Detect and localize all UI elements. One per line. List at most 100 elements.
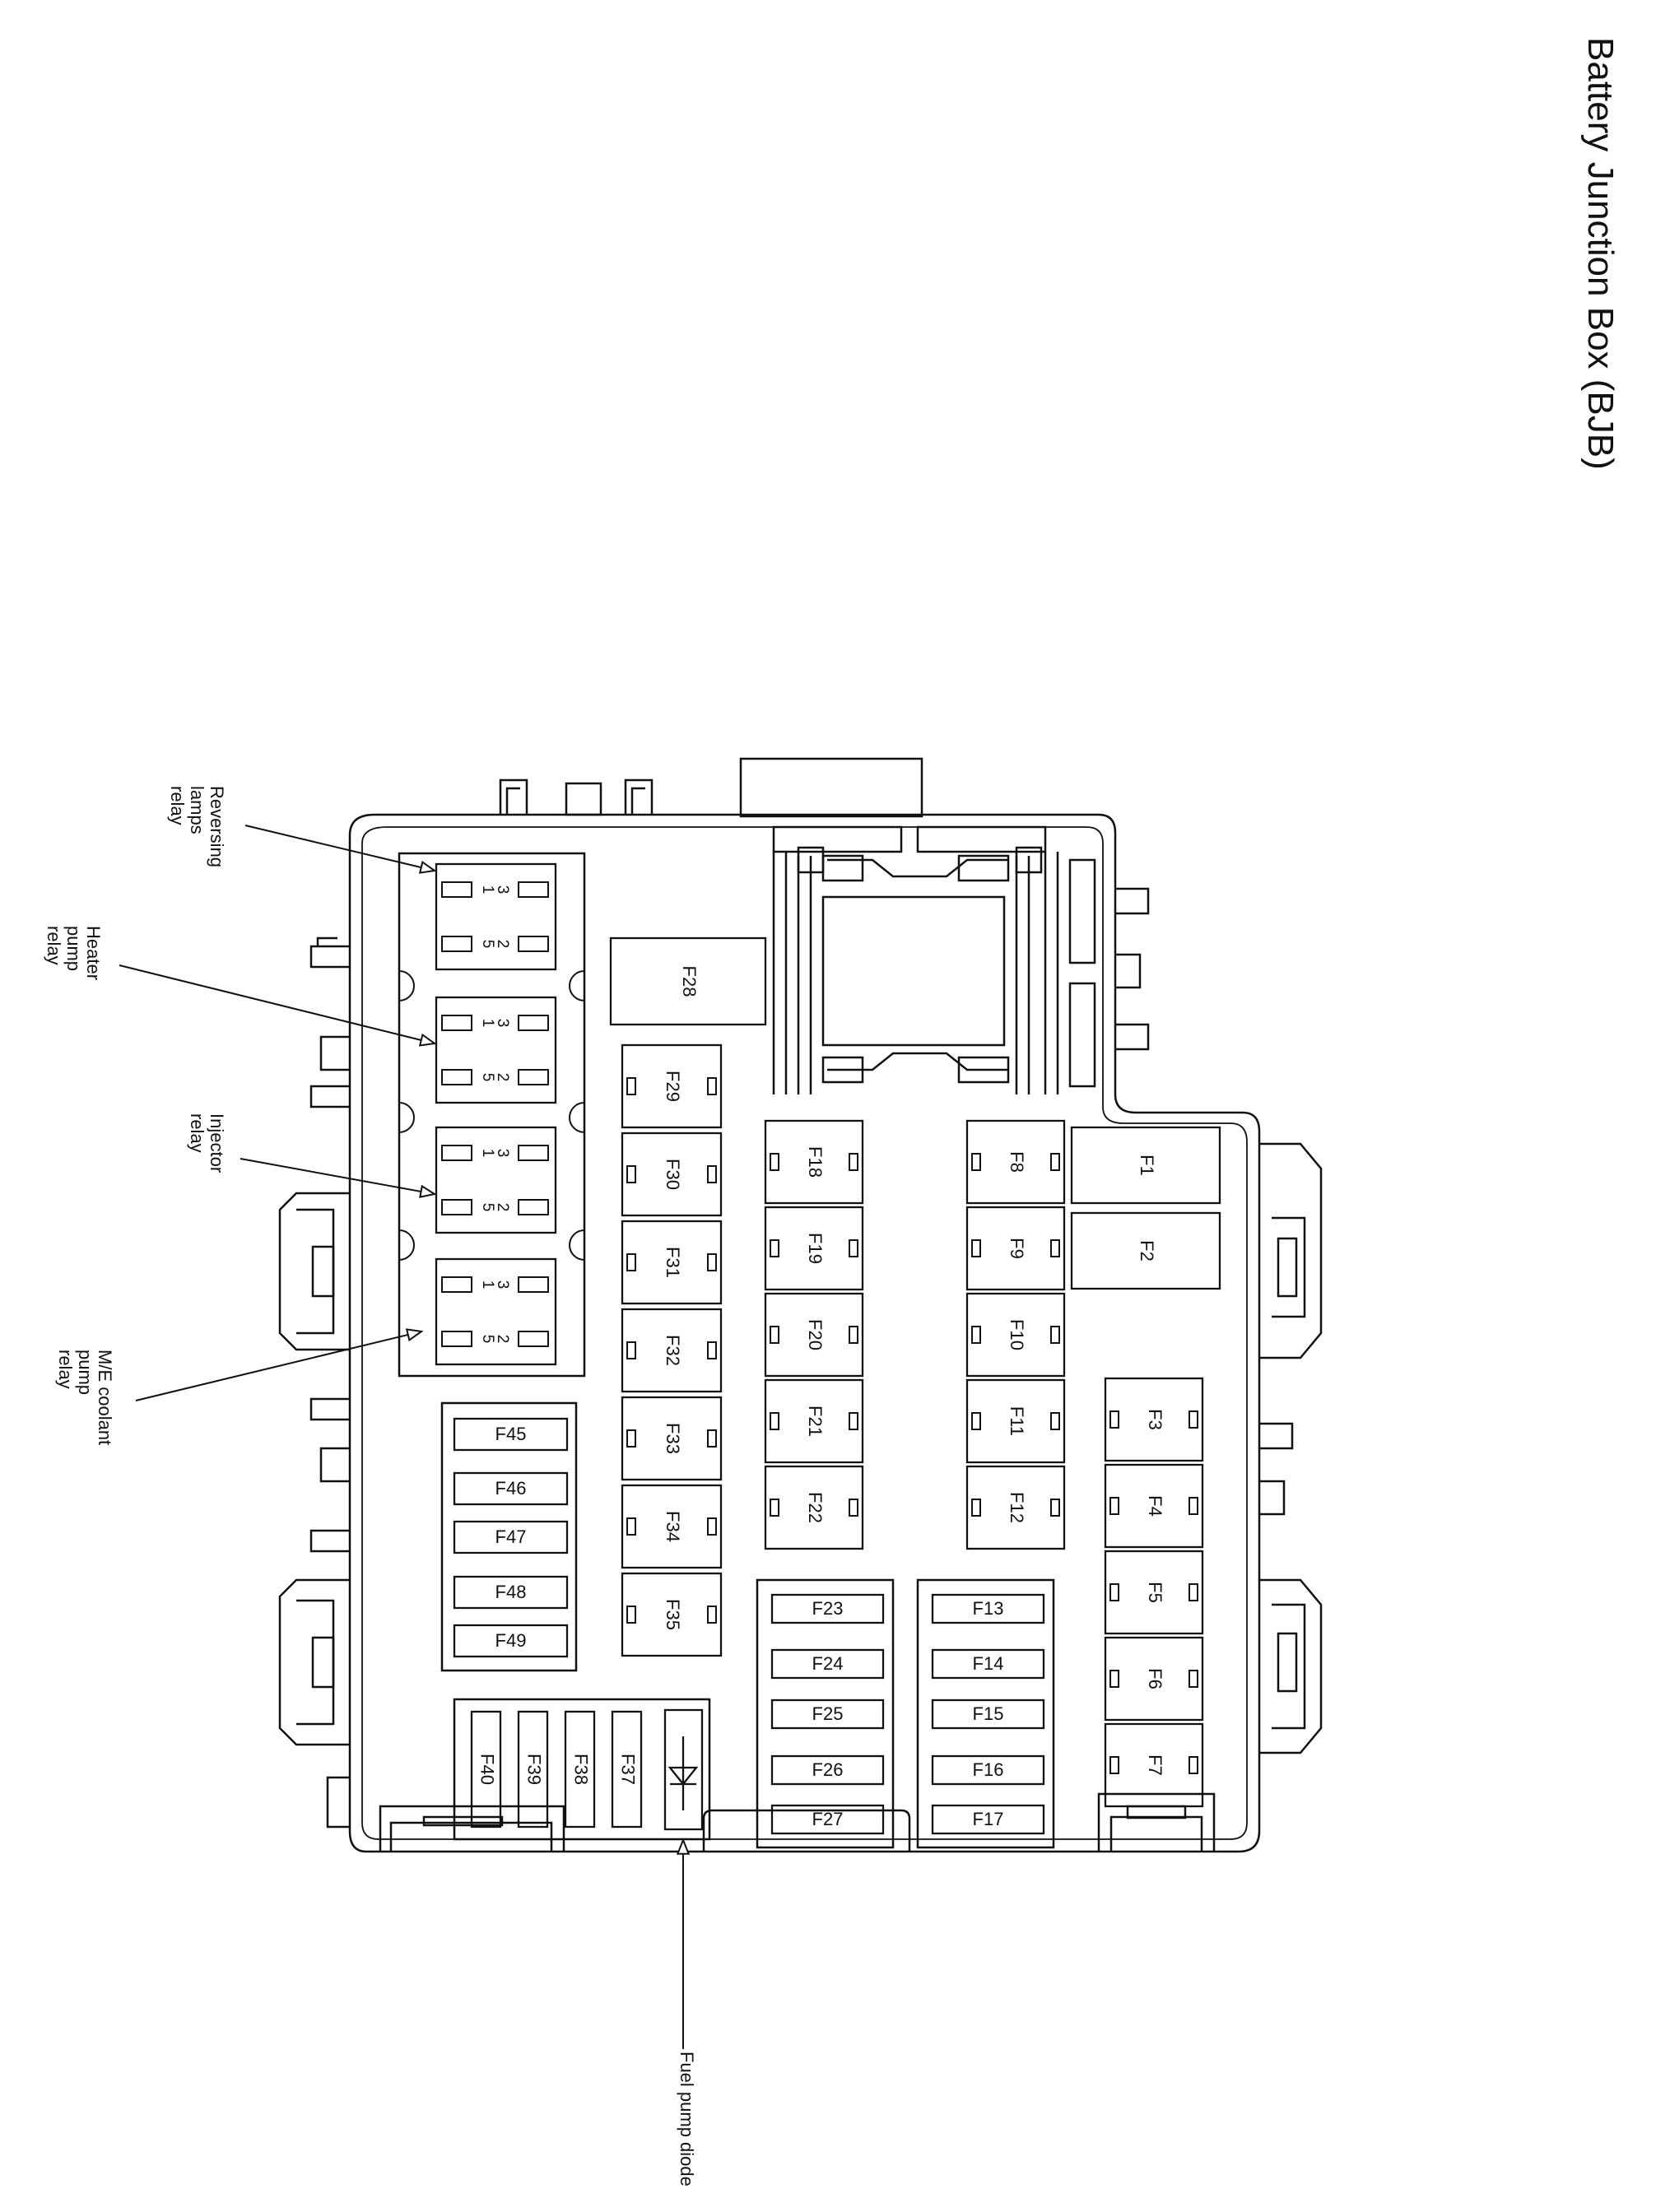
fuse-f1[interactable]: F1: [1070, 1126, 1221, 1205]
fuse-f49[interactable]: F49: [453, 1624, 569, 1658]
reversing-lamps-relay-body: [435, 862, 557, 971]
fuse-f11[interactable]: F11: [965, 1378, 1066, 1464]
fuse-f8[interactable]: F8: [965, 1119, 1066, 1205]
diode-symbol-icon: [668, 1736, 699, 1810]
fuse-f24-label: F24: [812, 1653, 844, 1674]
fuse-f45-body: [453, 1417, 569, 1452]
fuse-f12[interactable]: F12: [965, 1465, 1066, 1550]
fuse-f40[interactable]: F40: [470, 1710, 502, 1829]
fuse-f47[interactable]: F47: [453, 1520, 569, 1554]
fuse-f3-body: [1104, 1377, 1204, 1462]
fuse-f29[interactable]: F29: [621, 1043, 723, 1129]
fuse-f32[interactable]: F32: [621, 1308, 723, 1393]
fuse-f17[interactable]: F17: [931, 1804, 1045, 1835]
fuse-f8-body: [965, 1119, 1066, 1205]
fuse-f4[interactable]: F4: [1104, 1463, 1204, 1549]
relay-pin-label: 1: [479, 1280, 496, 1290]
fuse-f9-label: F9: [1007, 1238, 1027, 1259]
left-clip-4: [309, 1397, 350, 1421]
fuse-f24[interactable]: F24: [770, 1648, 885, 1680]
relay-pin-label: 2: [494, 940, 511, 949]
fuse-f14[interactable]: F14: [931, 1648, 1045, 1680]
fuse-f27[interactable]: F27: [770, 1804, 885, 1835]
fuse-f2[interactable]: F2: [1070, 1211, 1221, 1290]
fuse-clip: [770, 1326, 779, 1344]
fuse-f29-label: F29: [663, 1071, 683, 1102]
relay-pin: [441, 936, 472, 952]
fuse-clip: [971, 1499, 981, 1517]
fuse-f23[interactable]: F23: [770, 1593, 885, 1624]
fuse-f38[interactable]: F38: [564, 1710, 596, 1829]
fuse-f39-body: [517, 1710, 549, 1829]
fuse-f21[interactable]: F21: [764, 1378, 864, 1464]
fuse-f3[interactable]: F3: [1104, 1377, 1204, 1462]
fuse-f19-body: [764, 1206, 864, 1291]
fuse-f22[interactable]: F22: [764, 1465, 864, 1550]
fuse-f28[interactable]: F28: [609, 936, 767, 1026]
fuse-f45[interactable]: F45: [453, 1417, 569, 1452]
fuse-f28-body: [609, 936, 767, 1026]
fuse-f16-body: [931, 1754, 1045, 1786]
heater-pump-relay-body: [435, 996, 557, 1104]
callout-heater-line: pump: [63, 926, 84, 971]
fuse-f21-body: [764, 1378, 864, 1464]
fuse-f18[interactable]: F18: [764, 1119, 864, 1205]
fuse-f14-label: F14: [973, 1653, 1004, 1674]
fuse-f31[interactable]: F31: [621, 1220, 723, 1305]
fuse-f10-label: F10: [1007, 1319, 1027, 1350]
fuse-clip: [1109, 1756, 1119, 1774]
fuse-clip: [626, 1165, 636, 1183]
right-latch-upper-tab: [1277, 1237, 1298, 1298]
left-clip-1: [309, 936, 350, 969]
heater-relay-leader-line: [119, 964, 435, 1044]
fuse-f14-body: [931, 1648, 1045, 1680]
fuse-clip: [1109, 1670, 1119, 1688]
fuse-f20[interactable]: F20: [764, 1292, 864, 1378]
fuse-f46-body: [453, 1471, 569, 1506]
relay-pin-label: 3: [494, 1019, 511, 1028]
fuse-f26[interactable]: F26: [770, 1754, 885, 1786]
fuse-f17-body: [931, 1804, 1045, 1835]
fuse-f15-body: [931, 1698, 1045, 1730]
fuse-f4-label: F4: [1145, 1495, 1165, 1517]
top-clip-center: [565, 782, 602, 816]
fuse-f7[interactable]: F7: [1104, 1722, 1204, 1808]
fuse-f13[interactable]: F13: [931, 1593, 1045, 1624]
relay-pin-label: 3: [494, 1280, 511, 1290]
fuse-f30-label: F30: [663, 1159, 683, 1190]
fuse-f37-body: [611, 1710, 643, 1829]
fuse-f8-label: F8: [1007, 1151, 1027, 1173]
fuse-f35-label: F35: [663, 1599, 683, 1630]
fuse-f5[interactable]: F5: [1104, 1550, 1204, 1635]
relay-pin-label: 5: [479, 1335, 496, 1344]
callout-diode-label: Fuel pump diode: [677, 2052, 697, 2186]
fuse-f39[interactable]: F39: [517, 1710, 549, 1829]
fuel-pump-diode[interactable]: [663, 1708, 704, 1831]
fuse-f28-label: F28: [679, 966, 700, 997]
fuse-f46[interactable]: F46: [453, 1471, 569, 1506]
fuse-f48[interactable]: F48: [453, 1575, 569, 1610]
fuse-f33[interactable]: F33: [621, 1396, 723, 1481]
fuse-f16[interactable]: F16: [931, 1754, 1045, 1786]
fuse-f9[interactable]: F9: [965, 1206, 1066, 1291]
fuse-f17-label: F17: [973, 1809, 1004, 1829]
fuse-f15[interactable]: F15: [931, 1698, 1045, 1730]
fuse-f25-label: F25: [812, 1703, 844, 1724]
fuse-f25[interactable]: F25: [770, 1698, 885, 1730]
fuse-f22-label: F22: [805, 1492, 826, 1523]
fuse-f19[interactable]: F19: [764, 1206, 864, 1291]
relay-pin-label: 5: [479, 1073, 496, 1082]
fuse-f6[interactable]: F6: [1104, 1636, 1204, 1722]
fuel-pump-diode-leader: [676, 1838, 691, 2049]
fuse-f35[interactable]: F35: [621, 1572, 723, 1657]
fuse-f34[interactable]: F34: [621, 1484, 723, 1569]
fuse-f30[interactable]: F30: [621, 1132, 723, 1217]
fuse-f10[interactable]: F10: [965, 1292, 1066, 1378]
top-clip-left: [499, 778, 528, 815]
fuse-f37[interactable]: F37: [611, 1710, 643, 1829]
relay-pin-label: 3: [494, 885, 511, 895]
